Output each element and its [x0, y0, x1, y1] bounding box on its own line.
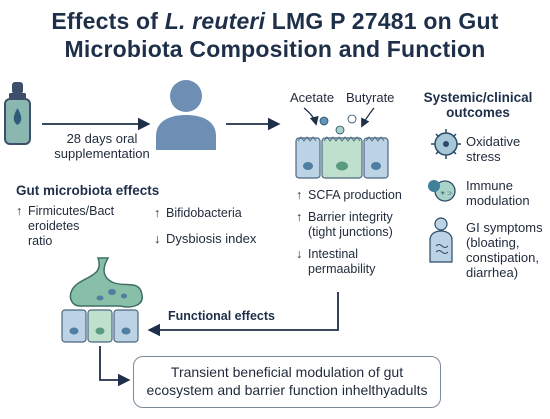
conclusion-box [133, 356, 441, 408]
supplement-label-line-2: supplementation [54, 146, 150, 161]
supplement-label-line-1: 28 days oral [66, 131, 138, 146]
gut-icon [69, 257, 143, 308]
arrow-functional-effects [147, 292, 339, 337]
epi-effect-arrow-1: ↑ [296, 188, 303, 202]
conclusion-text: Transient beneficial modulation of gut e… [146, 364, 428, 398]
epi-effect-arrow-2: ↑ [296, 210, 303, 224]
epithelial-cells-icon [295, 136, 389, 179]
gut-effect-arrow-3: ↓ [154, 231, 161, 246]
butyrate-label: Butyrate [346, 90, 395, 105]
epi-effect-scfa: SCFA production [308, 188, 402, 202]
immune-icon: ☀ ⊃ [428, 180, 456, 202]
epi-effect-arrow-3: ↓ [296, 247, 303, 261]
acetate-label: Acetate [290, 90, 335, 105]
epi-effect-permeability: Intestinal permaability [308, 247, 376, 276]
title-line-2: Microbiota Composition and Function [64, 36, 486, 62]
gut-effects-heading: Gut microbiota effects [16, 183, 160, 198]
systemic-gi-symptoms: GI symptoms (bloating, constipation, dia… [466, 220, 543, 280]
arrow-to-conclusion [99, 346, 131, 387]
scfa-molecules [319, 114, 357, 135]
epi-effect-barrier: Barrier integrity (tight junctions) [308, 210, 393, 239]
person-icon [156, 80, 216, 150]
gut-effect-firmicutes: Firmicutes/Bact eroidetes ratio [28, 204, 115, 248]
systemic-oxidative-stress: Oxidative stress [466, 134, 521, 164]
supplement-label: 28 days oral supplementation [52, 131, 152, 161]
bottom-epithelial-cells-icon [61, 309, 139, 343]
arrow-acetate-down [303, 107, 319, 126]
systemic-heading: Systemic/clinical outcomes [423, 90, 533, 120]
gut-effect-arrow-2: ↑ [154, 206, 161, 220]
gi-person-icon [429, 217, 453, 263]
gut-effect-dysbiosis: Dysbiosis index [166, 231, 257, 246]
title-line-1: Effects of L. reuteri LMG P 27481 on Gut [51, 8, 499, 34]
systemic-immune-modulation: Immune modulation [466, 178, 530, 208]
virus-icon [431, 129, 461, 159]
svg-text:☀ ⊃: ☀ ⊃ [440, 190, 452, 197]
gut-effect-arrow-1: ↑ [16, 204, 23, 218]
gut-effect-bifidobacteria: Bifidobacteria [166, 206, 242, 220]
arrow-butyrate-down [361, 107, 375, 128]
dropper-bottle-icon [4, 82, 31, 145]
functional-effects-label: Functional effects [168, 309, 275, 323]
